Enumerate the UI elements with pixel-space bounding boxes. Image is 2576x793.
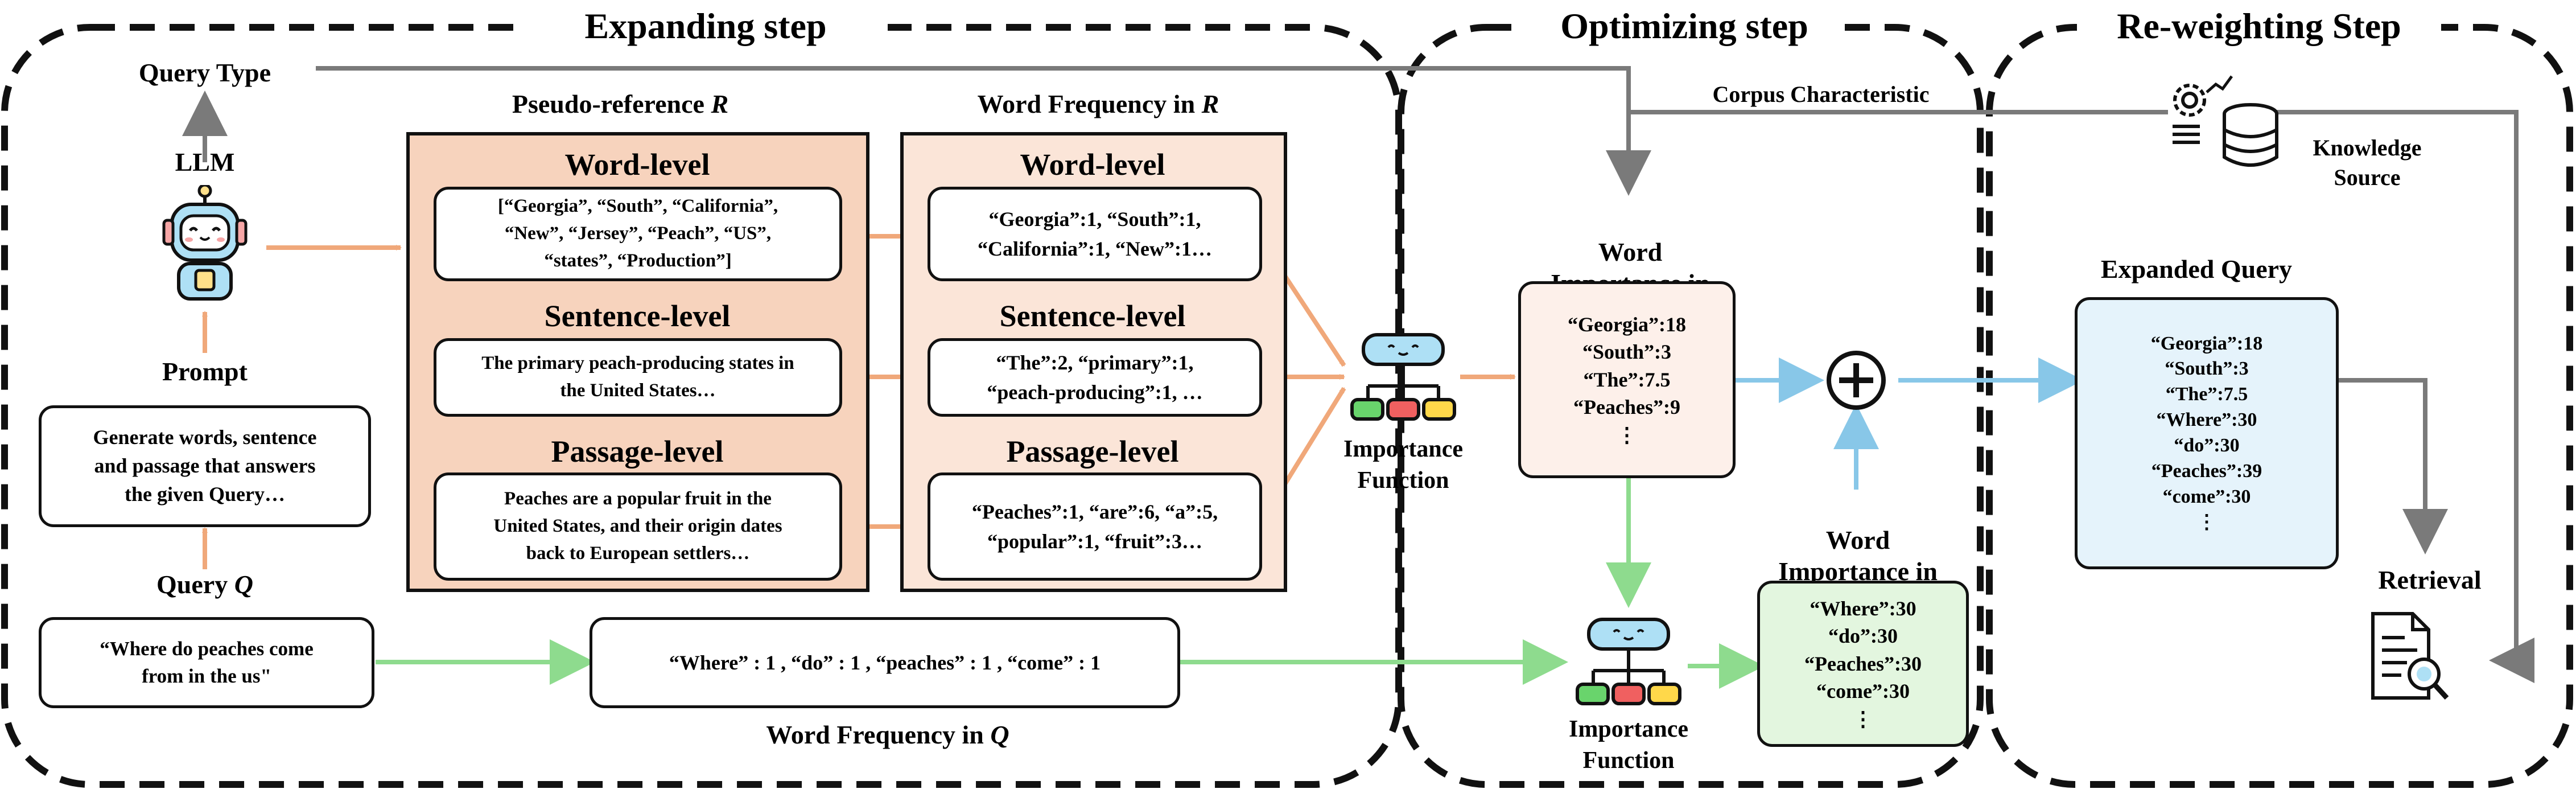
word-importance-r-box: “Georgia”:18 “South”:3 “The”:7.5 “Peache… [1518,281,1736,478]
freq-q-label: Word Frequency in Q [706,722,1070,748]
llm-label: LLM [175,147,235,176]
pseudo-sentence-level-label: Sentence-level [544,299,731,333]
freq-sentence-level-label: Sentence-level [999,299,1186,333]
query-symbol: Q [234,570,253,599]
pseudo-word-level-label: Word-level [564,147,710,182]
pseudo-title-text: Pseudo-reference [512,89,704,118]
freq-r-symbol: R [1201,89,1219,118]
plus-circle-icon [1827,351,1886,410]
freq-q-label-text: Word Frequency in [766,720,984,749]
query-q-label: Query Q [131,572,279,598]
freq-r-title: Word Frequency in R [910,91,1286,117]
robot-icon [162,185,248,301]
freq-passage-level-box: “Peaches”:1, “are”:6, “a”:5, “popular”:1… [928,472,1262,581]
arrow-knowledge-to-retrieval [2241,110,2534,683]
tree-function-icon [1576,618,1681,705]
arrow-expanded-to-retrieval [2339,378,2448,554]
reweighting-step-title: Re-weighting Step [2117,6,2401,46]
query-box: “Where do peaches come from in the us" [39,617,374,708]
retrieval-label: Retrieval [2378,565,2482,594]
corpus-characteristic-label: Corpus Characteristic [1712,81,1930,107]
database-icon [2223,103,2278,167]
freq-passage-level-label: Passage-level [1006,434,1179,469]
pseudo-reference-title: Pseudo-reference R [438,91,802,117]
importance-function-label-1: Importance Function [1343,436,1463,494]
freq-q-box: “Where” : 1 , “do” : 1 , “peaches” : 1 ,… [590,617,1180,708]
word-importance-q-box: “Where”:30 “do”:30 “Peaches”:30 “come”:3… [1757,581,1969,747]
freq-word-level-label: Word-level [1020,147,1165,182]
document-magnifier-icon [2371,612,2449,700]
freq-word-level-box: “Georgia”:1, “South”:1, “California”:1, … [928,187,1262,281]
prompt-label: Prompt [162,357,248,386]
pseudo-sentence-level-box: The primary peach-producing states in th… [434,338,842,417]
expanded-query-title: Expanded Query [2100,254,2293,283]
importance-function-label-2: Importance Function [1569,716,1688,774]
expanding-step-title: Expanding step [584,6,827,46]
query-title: Query [156,570,228,599]
optimizing-step-title: Optimizing step [1560,6,1808,46]
expanded-query-box: “Georgia”:18 “South”:3 “The”:7.5 “Where”… [2075,297,2339,569]
pseudo-word-level-box: [“Georgia”, “South”, “California”, “New”… [434,187,842,281]
knowledge-source-label: Knowledge Source [2313,135,2422,190]
prompt-box: Generate words, sentence and passage tha… [39,405,371,527]
gear-chart-icon [2173,75,2233,144]
arrow-querytype-to-importance [316,66,1651,196]
query-type-label: Query Type [138,58,271,87]
pseudo-passage-level-label: Passage-level [551,434,724,469]
word-importance-q-title-text: Word Importance in [1778,525,1938,586]
tree-function-icon [1350,333,1456,421]
freq-sentence-level-box: “The”:2, “primary”:1, “peach-producing”:… [928,338,1262,417]
pseudo-passage-level-box: Peaches are a popular fruit in the Unite… [434,472,842,581]
pseudo-symbol: R [711,89,729,118]
freq-q-symbol: Q [990,720,1009,749]
freq-r-title-text: Word Frequency in [977,89,1196,118]
